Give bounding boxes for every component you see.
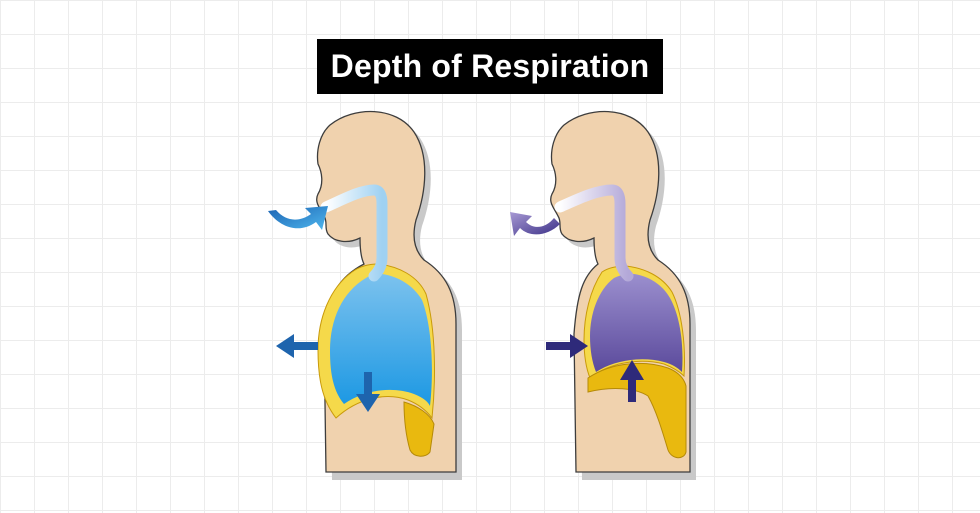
diaphragm: [587, 362, 687, 459]
diaphragm: [403, 401, 435, 457]
breath-out-arrow: [510, 212, 560, 236]
diagram-title: Depth of Respiration: [317, 39, 663, 94]
inhalation-figure: [268, 110, 462, 481]
lung-deflated: [590, 274, 683, 372]
airway: [320, 184, 388, 282]
exhalation-figure: [510, 110, 696, 481]
diaphragm-down-arrow: [356, 372, 380, 412]
diaphragm-up-arrow: [620, 360, 644, 402]
chest-contract-arrow: [546, 334, 588, 358]
breath-in-arrow: [268, 206, 328, 230]
lung-expanded: [330, 274, 432, 406]
chest-expand-arrow: [276, 334, 318, 358]
airway: [554, 184, 634, 282]
